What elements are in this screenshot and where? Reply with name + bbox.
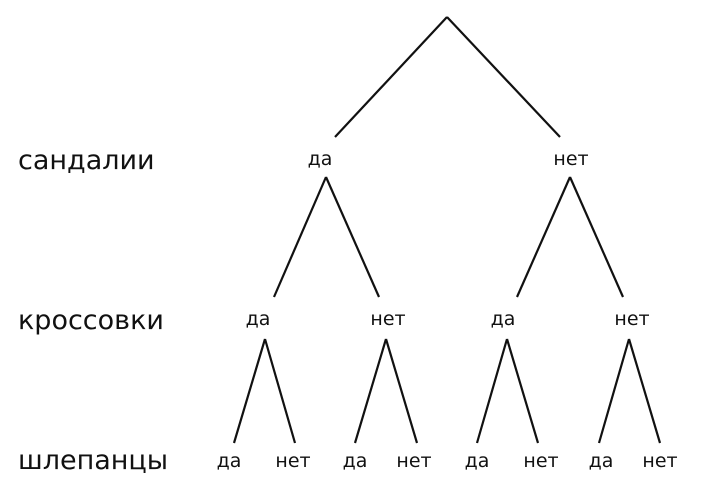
row-label-sandals: сандалии bbox=[18, 145, 155, 176]
node-l3-7: да bbox=[588, 450, 614, 472]
tree-edge bbox=[568, 176, 625, 298]
node-l1-yes: да bbox=[307, 148, 333, 170]
row-label-sneakers: кроссовки bbox=[18, 305, 164, 336]
node-l3-3: да bbox=[342, 450, 368, 472]
tree-edge bbox=[505, 338, 540, 444]
tree-edge bbox=[272, 176, 328, 298]
node-l3-5: да bbox=[464, 450, 490, 472]
tree-edge bbox=[384, 338, 419, 444]
node-l3-2: нет bbox=[275, 450, 311, 472]
tree-edge bbox=[324, 176, 381, 298]
node-l2-yes-yes: да bbox=[245, 308, 271, 330]
tree-edge bbox=[263, 338, 297, 444]
node-l2-no-yes: да bbox=[490, 308, 516, 330]
tree-edge bbox=[597, 338, 631, 444]
row-label-flipflops: шлепанцы bbox=[18, 445, 169, 476]
tree-edge bbox=[475, 338, 509, 444]
node-l3-4: нет bbox=[396, 450, 432, 472]
tree-edge bbox=[515, 176, 572, 298]
tree-edge bbox=[232, 338, 267, 444]
node-l1-no: нет bbox=[553, 148, 589, 170]
tree-edge bbox=[446, 16, 561, 138]
node-l2-yes-no: нет bbox=[370, 308, 406, 330]
tree-edge bbox=[334, 16, 448, 138]
node-l3-8: нет bbox=[642, 450, 678, 472]
tree-edge bbox=[627, 338, 662, 444]
tree-edge bbox=[353, 338, 388, 444]
node-l2-no-no: нет bbox=[614, 308, 650, 330]
node-l3-6: нет bbox=[523, 450, 559, 472]
node-l3-1: да bbox=[216, 450, 242, 472]
